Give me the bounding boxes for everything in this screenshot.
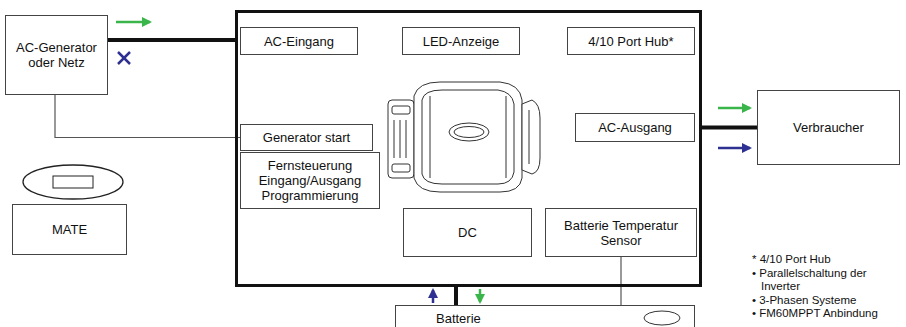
mate-device [23, 165, 123, 199]
flow-arrow [718, 107, 750, 110]
box-label: DC [458, 225, 477, 240]
source-box: AC-Generator oder Netz [5, 15, 108, 95]
note-text: * 4/10 Port Hub [752, 253, 892, 267]
signal-wire [55, 95, 240, 138]
function-box: Fernsteuerung Eingang/Ausgang Programmie… [240, 152, 380, 209]
battery-box: Batterie [395, 305, 695, 327]
box-label: Verbraucher [793, 120, 864, 135]
function-box: AC-Eingang [240, 27, 358, 55]
remote-box: MATE [12, 204, 127, 255]
inverter-housing: AC-Eingang LED-Anzeige 4/10 Port Hub* Gener… [235, 10, 702, 287]
flow-arrow [479, 289, 482, 302]
note-text: • Parallelschaltung der Inverter [752, 267, 892, 294]
blocked-mark [118, 52, 130, 64]
box-label: Batterie Temperatur Sensor [551, 218, 691, 248]
flow-arrow [116, 21, 150, 24]
flow-arrow [432, 290, 435, 303]
function-box: Generator start [240, 124, 373, 151]
box-label: Fernsteuerung Eingang/Ausgang Programmie… [246, 158, 374, 203]
box-label: MATE [52, 222, 87, 237]
note-text: • 3-Phasen Systeme [752, 294, 892, 308]
box-label: Batterie [436, 311, 481, 326]
power-line [108, 38, 235, 42]
box-label: 4/10 Port Hub* [588, 34, 673, 49]
box-label: AC-Eingang [264, 34, 334, 49]
box-label: AC-Ausgang [598, 120, 672, 135]
note-text: • FM60MPPT Anbindung [752, 307, 892, 321]
load-box: Verbraucher [757, 90, 900, 165]
function-box: LED-Anzeige [402, 27, 520, 55]
flow-arrow [718, 147, 750, 150]
box-label: AC-Generator oder Netz [11, 40, 102, 70]
function-box: DC [403, 208, 532, 257]
box-label: LED-Anzeige [423, 34, 500, 49]
function-box: Batterie Temperatur Sensor [545, 208, 697, 257]
label-column: * 4/10 Port Hub• Parallelschaltung der I… [752, 253, 892, 321]
function-box: 4/10 Port Hub* [567, 27, 695, 55]
signal-wire [620, 257, 621, 305]
box-label: Generator start [263, 130, 350, 145]
inverter-illustration [388, 82, 540, 192]
power-line [702, 126, 757, 130]
power-line [454, 287, 458, 305]
battery-logo [644, 311, 680, 325]
function-box: AC-Ausgang [575, 113, 695, 142]
